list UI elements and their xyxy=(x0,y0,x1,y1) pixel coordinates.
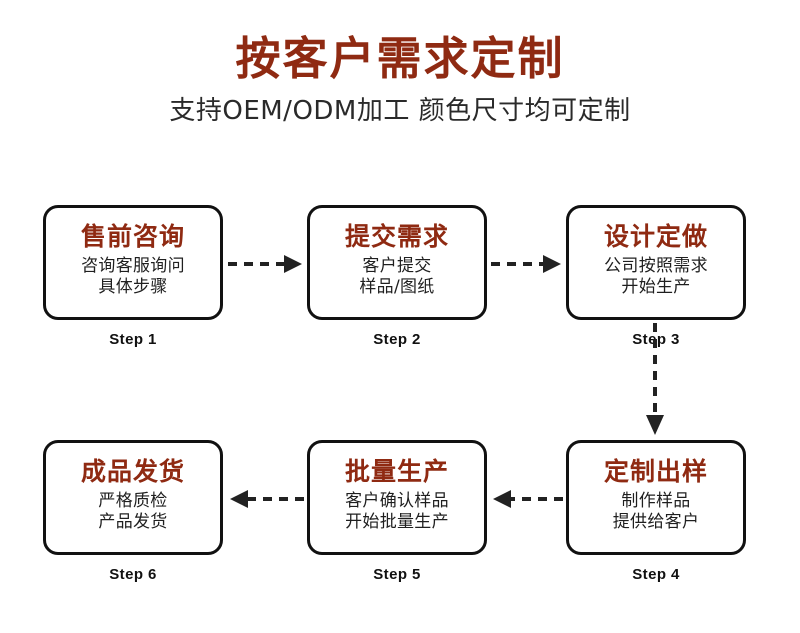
flow-step-2-label-wrap: Step 2 xyxy=(307,331,487,353)
flow-step-2-box: 提交需求 客户提交 样品/图纸 xyxy=(307,205,487,320)
flow-step-6-label: Step 6 xyxy=(105,566,162,584)
flow-step-2-label: Step 2 xyxy=(369,331,426,349)
flow-step-1-label: Step 1 xyxy=(105,331,162,349)
flow-step-5-desc-line2: 开始批量生产 xyxy=(345,512,449,533)
flow-step-4-label-wrap: Step 4 xyxy=(566,566,746,588)
flow-step-1-box: 售前咨询 咨询客服询问 具体步骤 xyxy=(43,205,223,320)
flow-step-5-box: 批量生产 客户确认样品 开始批量生产 xyxy=(307,440,487,555)
flow-step-6-desc-line2: 产品发货 xyxy=(98,512,168,533)
flow-step-2-desc-line1: 客户提交 xyxy=(362,256,432,276)
flow-step-2: 提交需求 客户提交 样品/图纸 Step 2 xyxy=(307,205,487,353)
flow-step-3-box: 设计定做 公司按照需求 开始生产 xyxy=(566,205,746,320)
page-subtitle: 支持OEM/ODM加工 颜色尺寸均可定制 xyxy=(169,96,631,127)
flow-step-4-heading: 定制出样 xyxy=(603,456,708,486)
flow-step-3-desc-line2: 开始生产 xyxy=(621,277,691,298)
flow-step-4-desc-line1: 制作样品 xyxy=(621,491,691,511)
flow-step-4-label: Step 4 xyxy=(628,566,685,584)
header: 按客户需求定制 支持OEM/ODM加工 颜色尺寸均可定制 xyxy=(0,0,800,128)
flow-step-3-desc-line1: 公司按照需求 xyxy=(604,256,708,276)
flow-step-6-desc-line1: 严格质检 xyxy=(98,491,168,511)
flow-step-1-desc-line1: 咨询客服询问 xyxy=(81,256,185,276)
arrow-left-icon xyxy=(493,490,563,508)
flow-step-1-heading: 售前咨询 xyxy=(80,221,185,251)
flow-step-4-desc-line2: 提供给客户 xyxy=(612,512,700,533)
flow-step-5-desc-line1: 客户确认样品 xyxy=(345,491,449,511)
flow-step-1: 售前咨询 咨询客服询问 具体步骤 Step 1 xyxy=(43,205,223,353)
arrow-left-icon xyxy=(230,490,304,508)
flow-step-6-heading: 成品发货 xyxy=(80,456,185,486)
flow-step-1-label-wrap: Step 1 xyxy=(43,331,223,353)
flow-step-6-box: 成品发货 严格质检 产品发货 xyxy=(43,440,223,555)
flow-step-5-heading: 批量生产 xyxy=(344,456,449,486)
flow-step-1-desc-line2: 具体步骤 xyxy=(98,277,168,298)
flow-step-4: 定制出样 制作样品 提供给客户 Step 4 xyxy=(566,440,746,588)
flow-step-2-desc-line2: 样品/图纸 xyxy=(359,277,435,298)
flow-step-2-heading: 提交需求 xyxy=(344,221,449,251)
flow-step-3-heading: 设计定做 xyxy=(603,221,708,251)
flow-step-4-box: 定制出样 制作样品 提供给客户 xyxy=(566,440,746,555)
flow-step-5: 批量生产 客户确认样品 开始批量生产 Step 5 xyxy=(307,440,487,588)
arrow-right-icon xyxy=(491,255,561,273)
flow-step-6: 成品发货 严格质检 产品发货 Step 6 xyxy=(43,440,223,588)
flow-step-3: 设计定做 公司按照需求 开始生产 Step 3 xyxy=(566,205,746,353)
flow-step-6-label-wrap: Step 6 xyxy=(43,566,223,588)
flow-step-5-label-wrap: Step 5 xyxy=(307,566,487,588)
flow-step-5-label: Step 5 xyxy=(369,566,426,584)
page-title: 按客户需求定制 xyxy=(235,32,565,85)
arrow-right-icon xyxy=(228,255,302,273)
arrow-down-icon xyxy=(646,323,664,435)
